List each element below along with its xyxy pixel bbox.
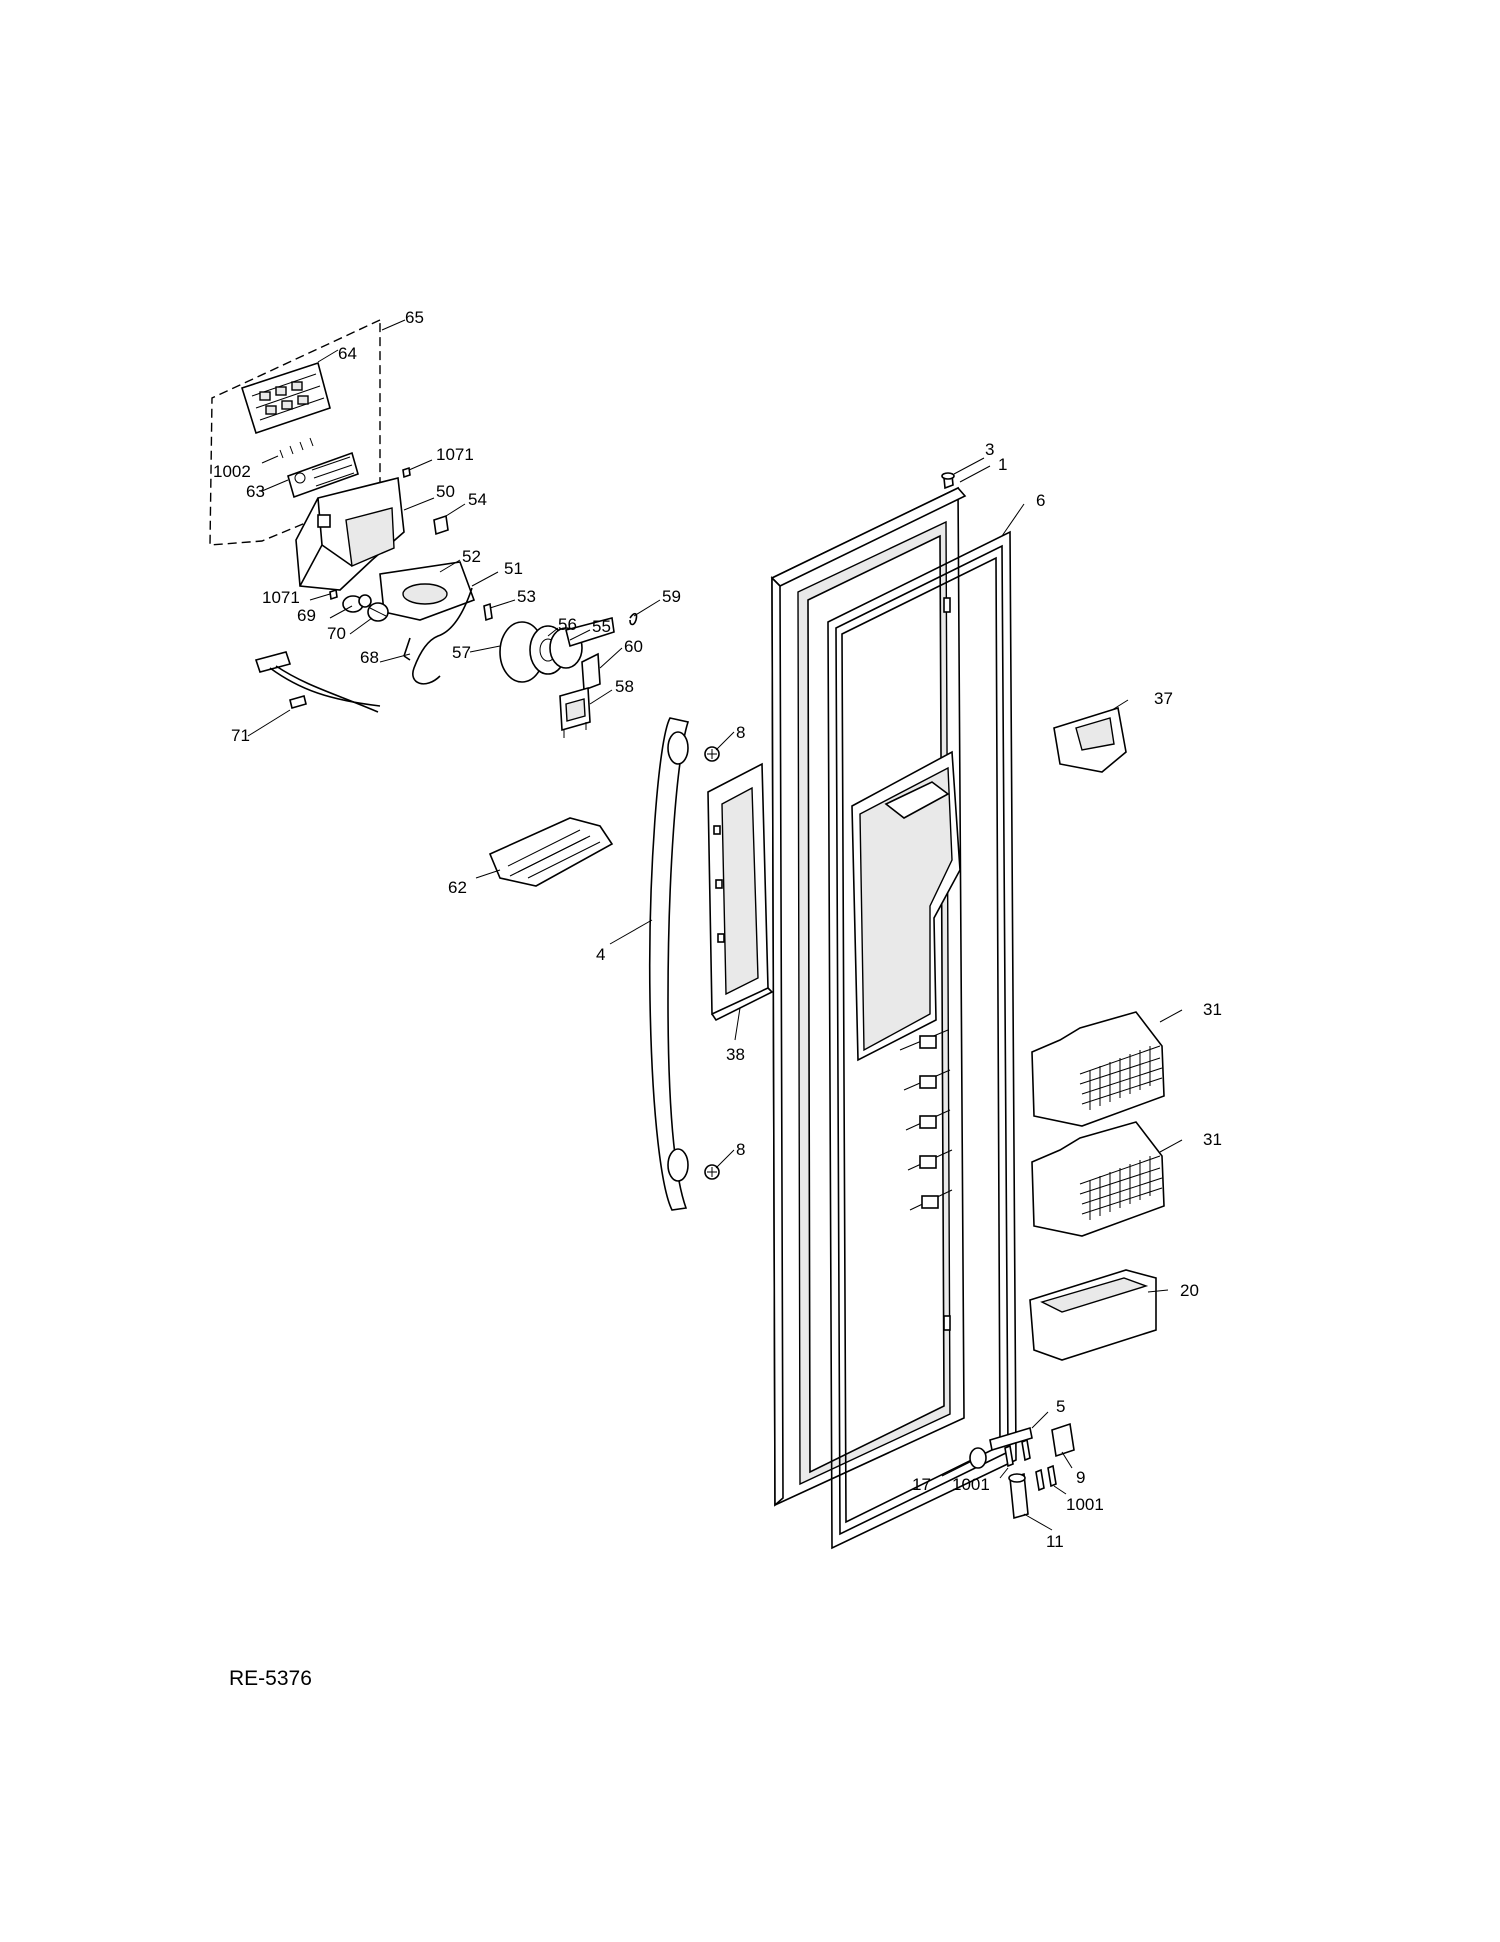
part-37-small-bin (1053, 706, 1127, 773)
part-50-dispenser-housing (295, 477, 405, 591)
callout-1001-left: 1001 (952, 1475, 990, 1494)
callout-11: 11 (1046, 1532, 1064, 1551)
callout-59: 59 (662, 587, 681, 606)
callout-58: 58 (615, 677, 634, 696)
callout-65: 65 (405, 308, 424, 327)
callout-5: 5 (1056, 1397, 1065, 1416)
callout-63: 63 (246, 482, 265, 501)
part-31-door-basket-lower (1031, 1121, 1165, 1237)
part-58-solenoid (559, 686, 591, 738)
callout-31-lower: 31 (1203, 1130, 1222, 1149)
part-20-dairy-bin (1029, 1269, 1157, 1361)
callout-37: 37 (1154, 689, 1173, 708)
callout-8-lower: 8 (736, 1140, 745, 1159)
part-11-hinge-pin (1008, 1472, 1029, 1520)
part-8-screw-upper (704, 746, 720, 762)
callout-71: 71 (231, 726, 250, 745)
part-4-door-handle (648, 717, 690, 1211)
part-1071-screw-left (329, 588, 338, 601)
callout-50: 50 (436, 482, 455, 501)
callout-68: 68 (360, 648, 379, 667)
callout-1071-top: 1071 (436, 445, 474, 464)
part-60-bracket (581, 652, 601, 692)
part-63-control-board (279, 437, 359, 499)
callout-20: 20 (1180, 1281, 1199, 1300)
part-1-door-assembly (770, 486, 967, 1507)
part-54-clip (433, 514, 449, 536)
callout-labels: 65 64 1002 63 1071 50 54 52 51 53 59 56 … (213, 308, 1222, 1551)
callout-4: 4 (596, 945, 605, 964)
part-53-pin (483, 602, 493, 622)
part-8-screw-lower (704, 1164, 720, 1180)
part-5-hinge-bracket (989, 1426, 1033, 1452)
callout-17: 17 (912, 1475, 931, 1494)
callout-60: 60 (624, 637, 643, 656)
part-17-bushing (969, 1447, 987, 1469)
callout-9: 9 (1076, 1468, 1085, 1487)
callout-3: 3 (985, 440, 994, 459)
callout-1002: 1002 (213, 462, 251, 481)
callout-1: 1 (998, 455, 1007, 474)
part-1001-screw-b (1035, 1464, 1057, 1492)
control-assembly-group (209, 318, 638, 887)
part-69-knob (342, 594, 372, 613)
part-68-wire-clip (403, 637, 411, 661)
leader-lines (247, 319, 1183, 1531)
callout-31-upper: 31 (1203, 1000, 1222, 1019)
callout-57: 57 (452, 643, 471, 662)
callout-51: 51 (504, 559, 523, 578)
callout-62: 62 (448, 878, 467, 897)
callout-38: 38 (726, 1045, 745, 1064)
drawing-number: RE-5376 (229, 1667, 312, 1690)
part-31-door-basket-upper (1031, 1011, 1165, 1127)
part-38-dispenser-frame (707, 762, 774, 1022)
callout-64: 64 (338, 344, 357, 363)
callout-69: 69 (297, 606, 316, 625)
callout-8-upper: 8 (736, 723, 745, 742)
callout-70: 70 (327, 624, 346, 643)
part-59-spring (629, 612, 638, 626)
callout-55: 55 (592, 617, 611, 636)
part-51-wire (412, 587, 473, 685)
callout-53: 53 (517, 587, 536, 606)
callout-54: 54 (468, 490, 487, 509)
part-64-control-panel (241, 361, 331, 435)
callout-52: 52 (462, 547, 481, 566)
part-70-cap (367, 602, 389, 622)
callout-1001-right: 1001 (1066, 1495, 1104, 1514)
callout-1071-left: 1071 (262, 588, 300, 607)
part-3-screw (941, 472, 955, 490)
part-9-hinge (1051, 1422, 1075, 1458)
part-71-wire-harness (254, 651, 381, 713)
callout-56: 56 (558, 615, 577, 634)
part-1001-screw-a (1004, 1438, 1031, 1468)
part-52-mounting-plate (379, 561, 476, 621)
part-62-drip-grille (488, 817, 614, 887)
callout-6: 6 (1036, 491, 1045, 510)
part-1071-screw-top (402, 466, 411, 479)
